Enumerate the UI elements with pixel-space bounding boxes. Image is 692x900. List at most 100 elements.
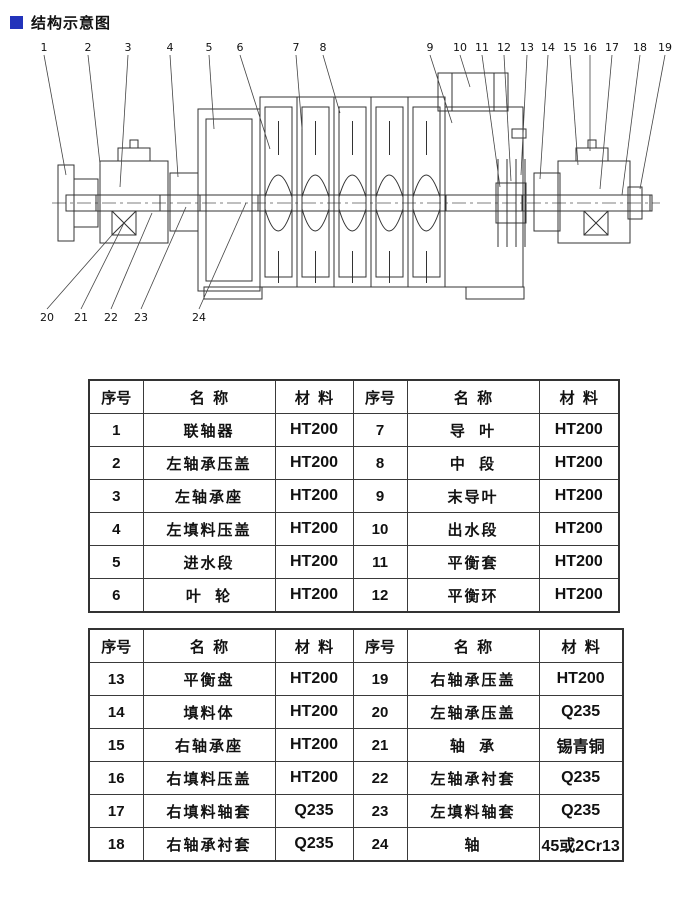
section-header: 结构示意图: [0, 0, 692, 33]
part-name-cell: 左填料压盖: [142, 512, 276, 546]
column-header: 序号: [88, 379, 144, 414]
material-cell: HT200: [538, 662, 624, 696]
index-cell: 6: [88, 578, 144, 613]
leader-line: [208, 54, 215, 130]
part-name-cell: 轴: [406, 827, 540, 862]
material-cell: HT200: [274, 512, 354, 546]
callout-number: 6: [237, 41, 244, 54]
material-cell: HT200: [274, 578, 354, 613]
material-cell: HT200: [538, 512, 620, 546]
material-cell: HT200: [274, 545, 354, 579]
callout-number: 10: [453, 41, 467, 54]
discharge-casing: [437, 72, 527, 288]
leader-line: [621, 54, 641, 196]
leader-line: [295, 54, 303, 130]
callout-number: 13: [520, 41, 534, 54]
index-cell: 23: [352, 794, 408, 828]
leader-line: [539, 54, 549, 180]
material-cell: 45或2Cr13: [538, 827, 624, 862]
callout-number: 5: [206, 41, 213, 54]
material-cell: HT200: [538, 479, 620, 513]
column-header: 序号: [352, 379, 408, 414]
part-name-cell: 中 段: [406, 446, 540, 480]
coupling: [57, 164, 99, 242]
part-name-cell: 右轴承衬套: [142, 827, 276, 862]
stage-casings: [259, 96, 446, 288]
index-cell: 9: [352, 479, 408, 513]
part-name-cell: 联轴器: [142, 413, 276, 447]
leader-line: [119, 54, 129, 188]
callout-number: 21: [74, 311, 88, 324]
material-cell: HT200: [274, 761, 354, 795]
index-cell: 13: [88, 662, 144, 696]
index-cell: 14: [88, 695, 144, 729]
index-cell: 5: [88, 545, 144, 579]
material-cell: 锡青铜: [538, 728, 624, 762]
index-cell: 21: [352, 728, 408, 762]
index-cell: 24: [352, 827, 408, 862]
leader-line: [429, 54, 453, 124]
callout-number: 24: [192, 311, 206, 324]
material-cell: HT200: [538, 578, 620, 613]
part-name-cell: 导 叶: [406, 413, 540, 447]
left-stuffing-box: [169, 172, 199, 232]
material-cell: HT200: [274, 662, 354, 696]
section-title: 结构示意图: [31, 15, 112, 32]
material-cell: HT200: [274, 446, 354, 480]
material-cell: HT200: [538, 446, 620, 480]
pump-foot-right: [465, 286, 525, 300]
callout-number: 7: [293, 41, 300, 54]
material-cell: Q235: [274, 794, 354, 828]
callout-number: 4: [167, 41, 174, 54]
index-cell: 1: [88, 413, 144, 447]
leader-line: [599, 54, 613, 190]
column-header: 材 料: [538, 628, 624, 663]
column-header: 名 称: [142, 628, 276, 663]
leader-line: [569, 54, 579, 166]
part-name-cell: 平衡盘: [142, 662, 276, 696]
part-name-cell: 进水段: [142, 545, 276, 579]
column-header: 材 料: [538, 379, 620, 414]
index-cell: 20: [352, 695, 408, 729]
material-cell: HT200: [538, 545, 620, 579]
section-bullet-icon: [10, 16, 23, 29]
callout-number: 15: [563, 41, 577, 54]
index-cell: 11: [352, 545, 408, 579]
index-cell: 16: [88, 761, 144, 795]
part-name-cell: 出水段: [406, 512, 540, 546]
index-cell: 22: [352, 761, 408, 795]
part-name-cell: 右填料轴套: [142, 794, 276, 828]
part-name-cell: 填料体: [142, 695, 276, 729]
right-stuffing-box: [533, 172, 561, 232]
callout-number: 22: [104, 311, 118, 324]
leader-line: [503, 54, 512, 182]
material-cell: HT200: [274, 695, 354, 729]
leader-line: [459, 54, 471, 88]
part-name-cell: 末导叶: [406, 479, 540, 513]
leader-line: [639, 54, 666, 190]
column-header: 材 料: [274, 628, 354, 663]
part-name-cell: 左轴承压盖: [406, 695, 540, 729]
index-cell: 19: [352, 662, 408, 696]
material-cell: HT200: [274, 413, 354, 447]
callout-number: 18: [633, 41, 647, 54]
callout-number: 14: [541, 41, 555, 54]
leader-line: [322, 54, 341, 114]
column-header: 序号: [88, 628, 144, 663]
material-cell: Q235: [538, 761, 624, 795]
suction-casing: [197, 108, 261, 292]
part-name-cell: 左轴承衬套: [406, 761, 540, 795]
callout-number: 20: [40, 311, 54, 324]
header-row: 序号名 称材 料序号名 称材 料: [88, 628, 624, 663]
callout-number: 8: [320, 41, 327, 54]
